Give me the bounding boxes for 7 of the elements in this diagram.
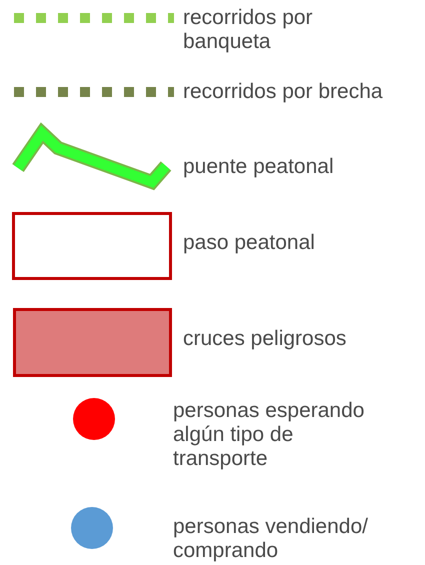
legend-text: recorridos por brecha [183,80,384,104]
legend-text: puente peatonal [183,155,335,179]
legend-text: personas esperando algún tipo de transporte [173,399,366,471]
legend-text: recorridos por banqueta [183,6,314,54]
legend-text: personas vendiendo/ comprando [173,515,369,563]
legend-text: paso peatonal [183,231,316,255]
legend-text: cruces peligrosos [183,327,348,351]
